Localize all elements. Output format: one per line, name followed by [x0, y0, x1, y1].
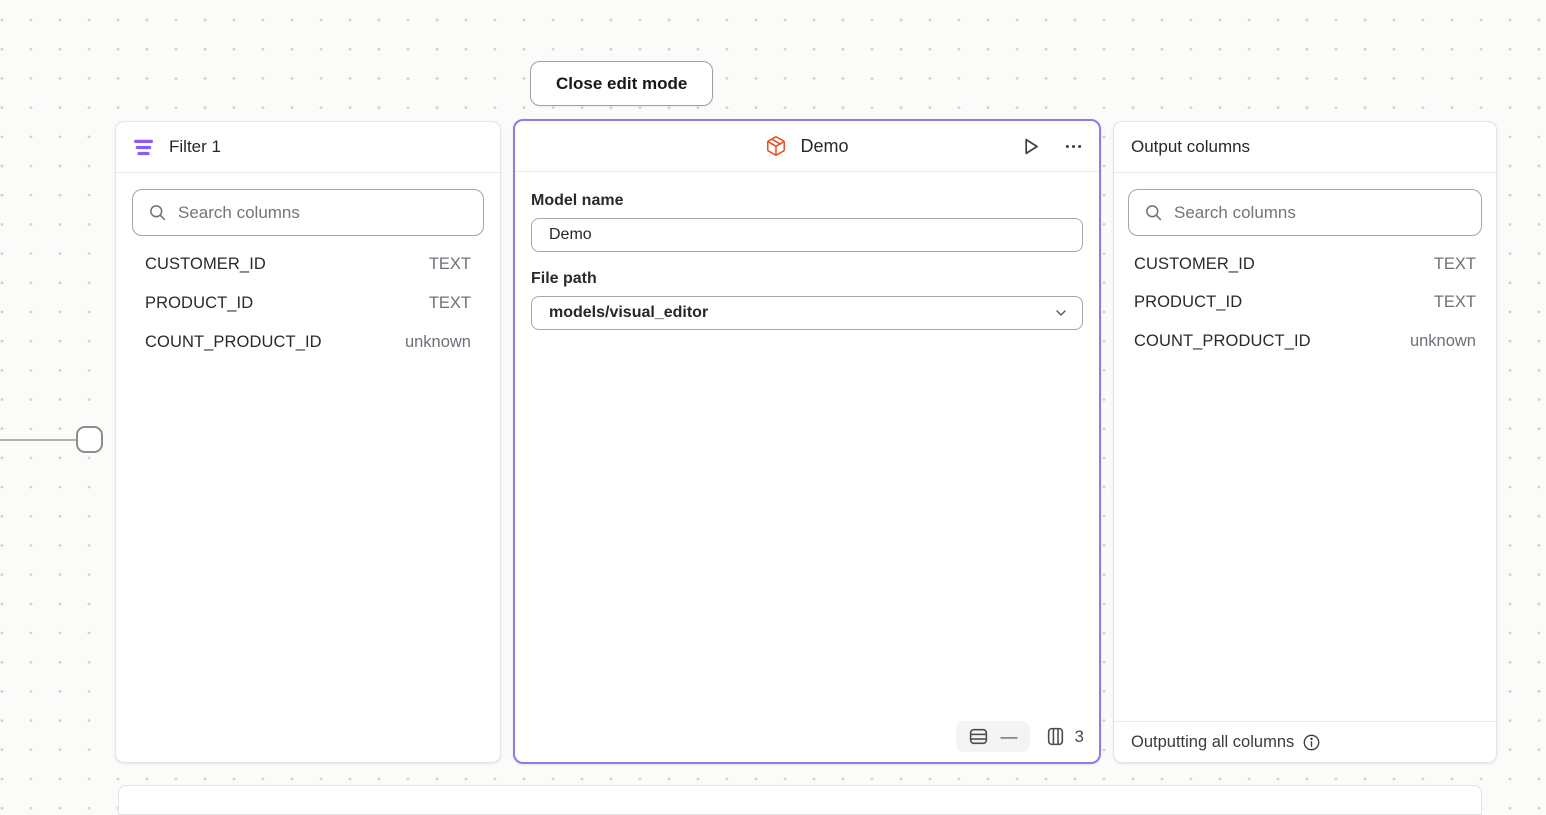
model-header-actions [1019, 121, 1084, 171]
column-type: TEXT [428, 255, 471, 273]
filter-node-panel: Filter 1 CUSTOMER_ID TEXT PRODUCT_ID TEX… [115, 121, 501, 763]
column-type: TEXT [1433, 293, 1476, 312]
filter-icon [133, 139, 154, 156]
output-search-box [1128, 189, 1482, 236]
column-row[interactable]: CUSTOMER_ID TEXT [132, 245, 484, 284]
column-row[interactable]: COUNT_PRODUCT_ID unknown [1128, 322, 1482, 361]
output-columns-panel: Output columns CUSTOMER_ID TEXT PRODUCT_… [1113, 121, 1497, 763]
column-type: unknown [404, 333, 471, 351]
info-icon[interactable] [1302, 733, 1321, 752]
column-row[interactable]: COUNT_PRODUCT_ID unknown [132, 323, 484, 362]
output-search-input[interactable] [1174, 202, 1466, 223]
column-type: TEXT [428, 294, 471, 312]
output-panel-header[interactable]: Output columns [1114, 122, 1496, 173]
output-panel-title: Output columns [1131, 137, 1251, 156]
column-name: PRODUCT_ID [145, 294, 254, 312]
chevron-down-icon [1053, 305, 1069, 321]
rows-icon [968, 726, 989, 747]
column-name: PRODUCT_ID [1134, 293, 1243, 312]
column-type: unknown [1409, 331, 1476, 350]
model-panel-header[interactable]: Demo [515, 121, 1099, 172]
run-model-button[interactable] [1019, 135, 1042, 158]
columns-icon [1045, 726, 1066, 747]
column-row[interactable]: PRODUCT_ID TEXT [1128, 284, 1482, 323]
column-type: TEXT [1433, 254, 1476, 273]
file-path-label: File path [531, 270, 597, 287]
row-count-value: — [1000, 726, 1018, 746]
model-panel-title: Demo [800, 135, 849, 156]
column-name: CUSTOMER_ID [145, 255, 266, 273]
package-icon [765, 135, 787, 157]
column-row[interactable]: PRODUCT_ID TEXT [132, 284, 484, 323]
output-footer: Outputting all columns [1114, 721, 1496, 762]
filter-search-input[interactable] [178, 202, 468, 223]
column-count-value: 3 [1074, 726, 1084, 746]
column-name: COUNT_PRODUCT_ID [1134, 331, 1311, 350]
column-name: COUNT_PRODUCT_ID [145, 333, 322, 351]
model-name-label: Model name [531, 192, 624, 209]
filter-panel-header[interactable]: Filter 1 [116, 122, 500, 173]
column-count-indicator[interactable]: 3 [1045, 726, 1084, 747]
close-edit-mode-button[interactable]: Close edit mode [530, 61, 714, 106]
file-path-select[interactable]: models/visual_editor [531, 296, 1083, 330]
column-row[interactable]: CUSTOMER_ID TEXT [1128, 245, 1482, 284]
model-title-group: Demo [765, 135, 849, 157]
file-path-value: models/visual_editor [549, 304, 709, 321]
model-footer-stats: — 3 [955, 721, 1084, 752]
output-column-list: CUSTOMER_ID TEXT PRODUCT_ID TEXT COUNT_P… [1128, 245, 1482, 361]
row-count-toggle[interactable]: — [955, 721, 1030, 752]
more-options-button[interactable] [1063, 136, 1084, 157]
filter-column-list: CUSTOMER_ID TEXT PRODUCT_ID TEXT COUNT_P… [132, 245, 484, 362]
model-name-input[interactable] [531, 218, 1083, 252]
connection-edge [0, 439, 78, 441]
connection-node-handle[interactable] [76, 426, 103, 453]
filter-panel-title: Filter 1 [169, 137, 221, 156]
model-node-panel: Demo Model name File path models/visual_… [513, 119, 1101, 764]
search-icon [148, 203, 167, 222]
filter-search-box [132, 189, 484, 236]
search-icon [1144, 203, 1163, 222]
output-footer-text: Outputting all columns [1131, 732, 1295, 751]
column-name: CUSTOMER_ID [1134, 254, 1255, 273]
